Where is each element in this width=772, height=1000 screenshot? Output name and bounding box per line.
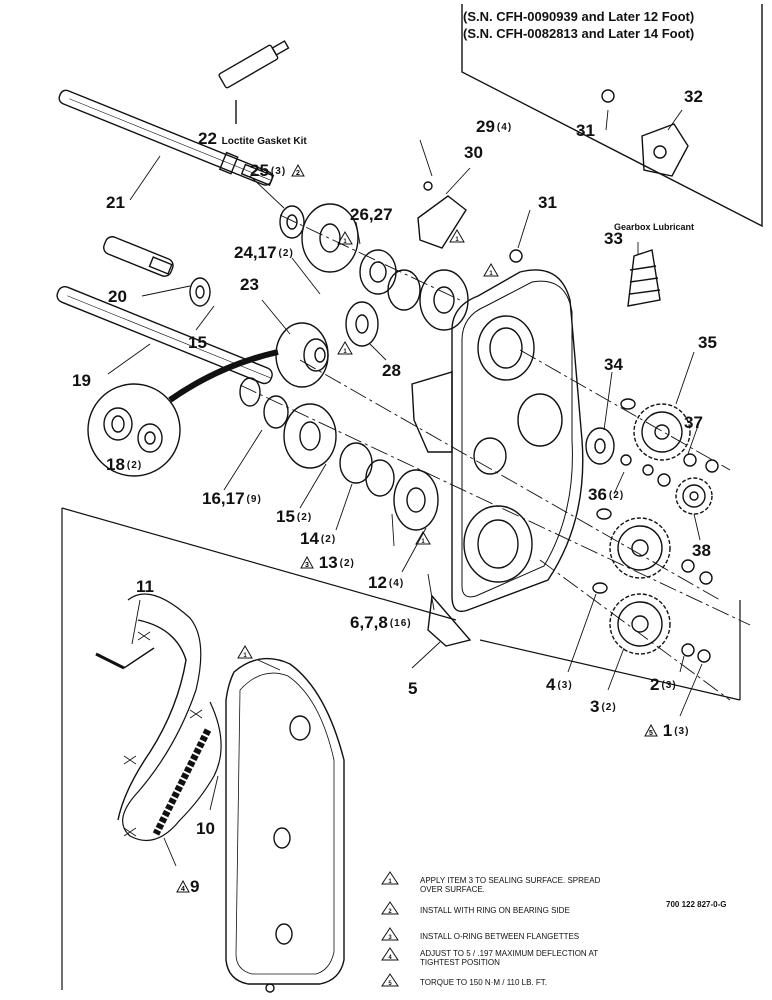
svg-text:1: 1 (421, 539, 425, 545)
callout-4: 4(3) (546, 675, 573, 694)
shaft-20 (103, 236, 174, 277)
gearbox-housing-5 (411, 269, 584, 647)
callout-28: 28 (382, 361, 401, 380)
sn-box-boundary (461, 4, 763, 228)
callout-31-lower: 31 (538, 193, 557, 212)
svg-text:1: 1 (455, 237, 459, 243)
callout-2: 2(3) (650, 675, 677, 694)
flange-lower-left (239, 377, 439, 531)
svg-text:4: 4 (388, 955, 392, 961)
svg-text:1: 1 (489, 271, 493, 277)
svg-text:5: 5 (649, 730, 653, 737)
callout-37: 37 (684, 413, 703, 432)
callout-22: 22 Loctite Gasket Kit (198, 129, 307, 148)
shaft-21 (58, 89, 275, 186)
lubricant-33 (627, 249, 661, 307)
small-parts-right (585, 398, 719, 663)
callout-15-lower: 15(2) (276, 507, 313, 526)
svg-text:3: 3 (305, 562, 309, 569)
callout-34: 34 (604, 355, 623, 374)
drawing-reference-number: 700 122 827-0-G (666, 900, 727, 909)
callout-14: 14(2) (300, 529, 337, 548)
callout-21: 21 (106, 193, 125, 212)
svg-text:2: 2 (296, 170, 300, 177)
callout-6-7-8: 6,7,8(16) (350, 613, 412, 632)
svg-text:4: 4 (181, 886, 185, 893)
svg-text:1: 1 (343, 239, 347, 245)
callout-33: 33 (604, 229, 623, 248)
callout-16-17: 16,17(9) (202, 489, 262, 508)
cover-32 (641, 123, 689, 177)
note-1: APPLY ITEM 3 TO SEALING SURFACE. SPREAD … (420, 876, 601, 894)
flange-upper-left (279, 203, 469, 347)
svg-text:5: 5 (388, 981, 392, 987)
callout-26-27: 26,27 (350, 205, 393, 224)
callout-1: 5 1(3) (644, 722, 689, 739)
gear-lower-3 (609, 593, 671, 655)
gearbox-lubricant-label: Gearbox Lubricant (614, 222, 695, 232)
callout-32: 32 (684, 87, 703, 106)
gear-35 (633, 403, 691, 461)
detail-circle-18 (87, 383, 181, 477)
gear-38 (675, 477, 713, 515)
callout-18: 18(2) (106, 455, 143, 474)
callout-11: 11 (136, 577, 154, 596)
serial-line-12ft: (S.N. CFH-0090939 and Later 12 Foot) (463, 9, 695, 24)
callout-15-upper: 15 (188, 333, 207, 352)
callout-24-17: 24,17(2) (234, 243, 294, 262)
callout-25: 25(3) 2 (250, 162, 305, 179)
callout-38: 38 (692, 541, 711, 560)
hub-23 (189, 277, 329, 388)
callout-13: 3 13(2) (300, 554, 355, 571)
svg-text:2: 2 (388, 909, 392, 915)
callout-30: 30 (464, 143, 483, 162)
chain-9 (152, 728, 212, 836)
callout-3: 3(2) (590, 697, 617, 716)
svg-text:3: 3 (388, 935, 392, 941)
callout-23: 23 (240, 275, 259, 294)
chain-cover-10 (225, 657, 345, 985)
callout-29: 29(4) (476, 117, 513, 136)
gear-upper-3 (609, 517, 671, 579)
callout-12: 12(4) (368, 573, 405, 592)
notes-legend-icons (381, 871, 399, 987)
serial-number-header: (S.N. CFH-0090939 and Later 12 Foot) (S.… (463, 8, 694, 42)
gasket-30 (417, 195, 467, 249)
svg-text:1: 1 (388, 879, 392, 885)
callout-5: 5 (408, 679, 418, 698)
note-4: ADJUST TO 5 / .197 MAXIMUM DEFLECTION AT… (420, 949, 598, 967)
callout-19: 19 (72, 371, 91, 390)
svg-text:1: 1 (243, 653, 247, 659)
callout-20: 20 (108, 287, 127, 306)
gasket-tube-22 (218, 40, 290, 89)
svg-text:1: 1 (343, 349, 347, 355)
callout-35: 35 (698, 333, 717, 352)
callout-36: 36(2) (588, 485, 625, 504)
callout-10: 10 (196, 819, 215, 838)
serial-line-14ft: (S.N. CFH-0082813 and Later 14 Foot) (463, 26, 695, 41)
chain-guide-path (122, 593, 222, 841)
callout-31-upper: 31 (576, 121, 595, 140)
